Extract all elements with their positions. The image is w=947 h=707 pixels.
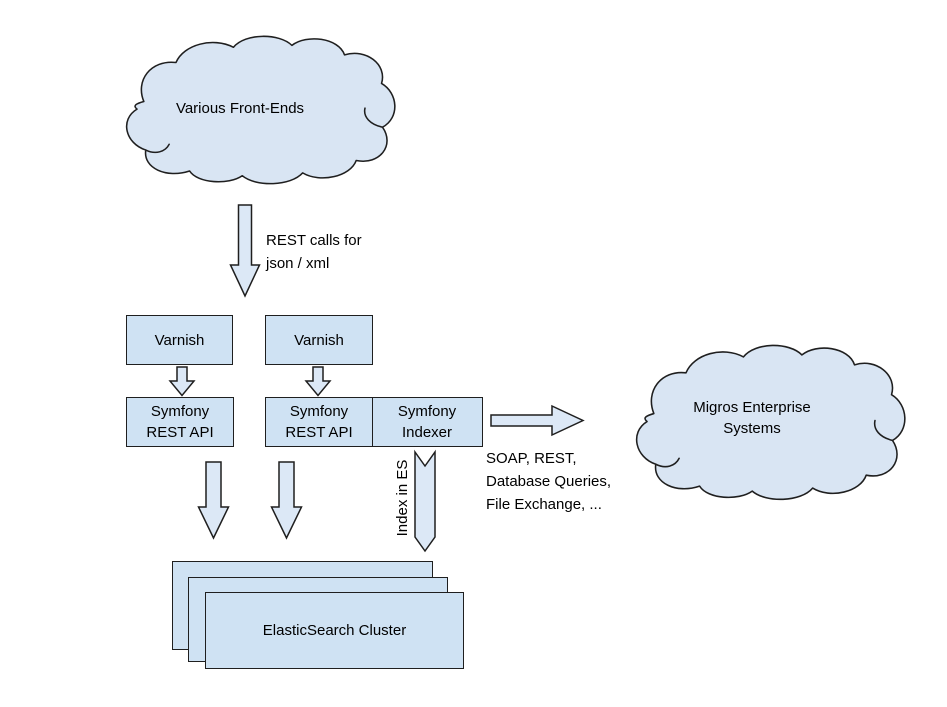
varnish-right-box: Varnish [265, 315, 373, 365]
arrow-varnish-right-to-api-icon [304, 366, 332, 397]
arrow-api-left-to-es-icon [197, 461, 230, 540]
arrow-indexer-to-migros-icon [490, 404, 585, 437]
symfony-rest-api-right-box: Symfony REST API [265, 397, 373, 447]
varnish-left-box: Varnish [126, 315, 233, 365]
elasticsearch-cluster-box: ElasticSearch Cluster [205, 592, 464, 669]
symfony-indexer-box: Symfony Indexer [371, 397, 483, 447]
front-ends-cloud-icon [125, 35, 396, 185]
integration-methods-label: SOAP, REST, Database Queries, File Excha… [486, 450, 612, 513]
front-ends-cloud-label: Various Front-Ends [175, 100, 305, 117]
index-in-es-label: Index in ES [394, 459, 411, 537]
symfony-rest-api-left-box: Symfony REST API [126, 397, 234, 447]
arrow-front-ends-to-varnish-icon [229, 204, 261, 298]
migros-cloud-label: Migros Enterprise Systems [693, 399, 811, 437]
rest-calls-label: REST calls for json / xml [266, 232, 362, 272]
arrow-index-in-es-icon [414, 449, 436, 553]
arrow-api-right-to-es-icon [270, 461, 303, 540]
migros-cloud-icon [635, 344, 906, 501]
arrow-varnish-left-to-api-icon [168, 366, 196, 397]
